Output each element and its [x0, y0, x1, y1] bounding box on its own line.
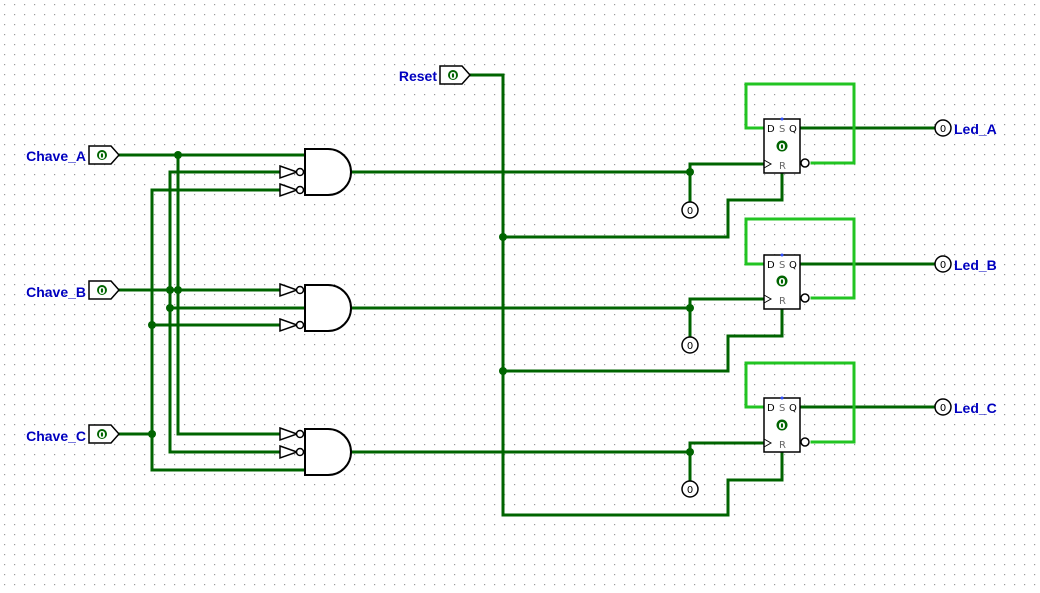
output-pin-led-a: 0 Led_A	[934, 119, 997, 137]
flip-flop-a: D S Q 0 R	[763, 117, 810, 174]
input-value: 0	[99, 286, 106, 297]
input-label: Chave_B	[26, 284, 86, 300]
ff-d-label: D	[767, 260, 775, 271]
reset-value: 0	[450, 71, 457, 82]
ff-q-label: Q	[789, 403, 797, 414]
input-pin-chave-c[interactable]: 0 Chave_C	[26, 424, 121, 444]
output-pin-led-b: 0 Led_B	[934, 255, 997, 273]
constant-zero-b: 0	[681, 336, 699, 354]
output-label: Led_B	[954, 257, 997, 273]
ff-r-label: R	[779, 161, 786, 172]
flip-flop-c: D S Q 0 R	[763, 396, 810, 453]
ff-r-label: R	[779, 440, 786, 451]
not-gates	[279, 164, 305, 460]
wire-junctions	[148, 151, 694, 456]
ff-s-label: S	[779, 260, 785, 271]
svg-text:0: 0	[687, 206, 693, 217]
input-value: 0	[99, 430, 106, 441]
output-pin-led-c: 0 Led_C	[934, 398, 997, 416]
ff-q-label: Q	[789, 124, 797, 135]
ff-d-label: D	[767, 403, 775, 414]
ff-s-label: S	[779, 124, 785, 135]
input-pin-chave-b[interactable]: 0 Chave_B	[26, 280, 121, 300]
output-value: 0	[940, 403, 946, 414]
input-pin-chave-a[interactable]: 0 Chave_A	[26, 145, 121, 165]
reset-label: Reset	[399, 68, 437, 84]
constant-zero-c: 0	[681, 480, 699, 498]
output-label: Led_C	[954, 400, 997, 416]
input-label: Chave_A	[26, 148, 86, 164]
constant-zero-a: 0	[681, 201, 699, 219]
ff-d-label: D	[767, 124, 775, 135]
ff-r-label: R	[779, 296, 786, 307]
and-gate-1	[304, 148, 352, 196]
input-pin-reset[interactable]: 0 Reset	[399, 65, 472, 85]
output-label: Led_A	[954, 121, 997, 137]
input-label: Chave_C	[26, 428, 86, 444]
output-value: 0	[940, 124, 946, 135]
flip-flop-b: D S Q 0 R	[763, 253, 810, 310]
and-gates	[304, 148, 352, 476]
ff-state: 0	[779, 142, 786, 153]
wires-light	[744, 82, 856, 444]
ff-s-label: S	[779, 403, 785, 414]
svg-text:0: 0	[687, 485, 693, 496]
output-value: 0	[940, 260, 946, 271]
ff-state: 0	[779, 277, 786, 288]
ff-q-label: Q	[789, 260, 797, 271]
and-gate-2	[304, 284, 352, 332]
and-gate-3	[304, 428, 352, 476]
input-value: 0	[99, 151, 106, 162]
ff-state: 0	[779, 421, 786, 432]
svg-text:0: 0	[687, 341, 693, 352]
